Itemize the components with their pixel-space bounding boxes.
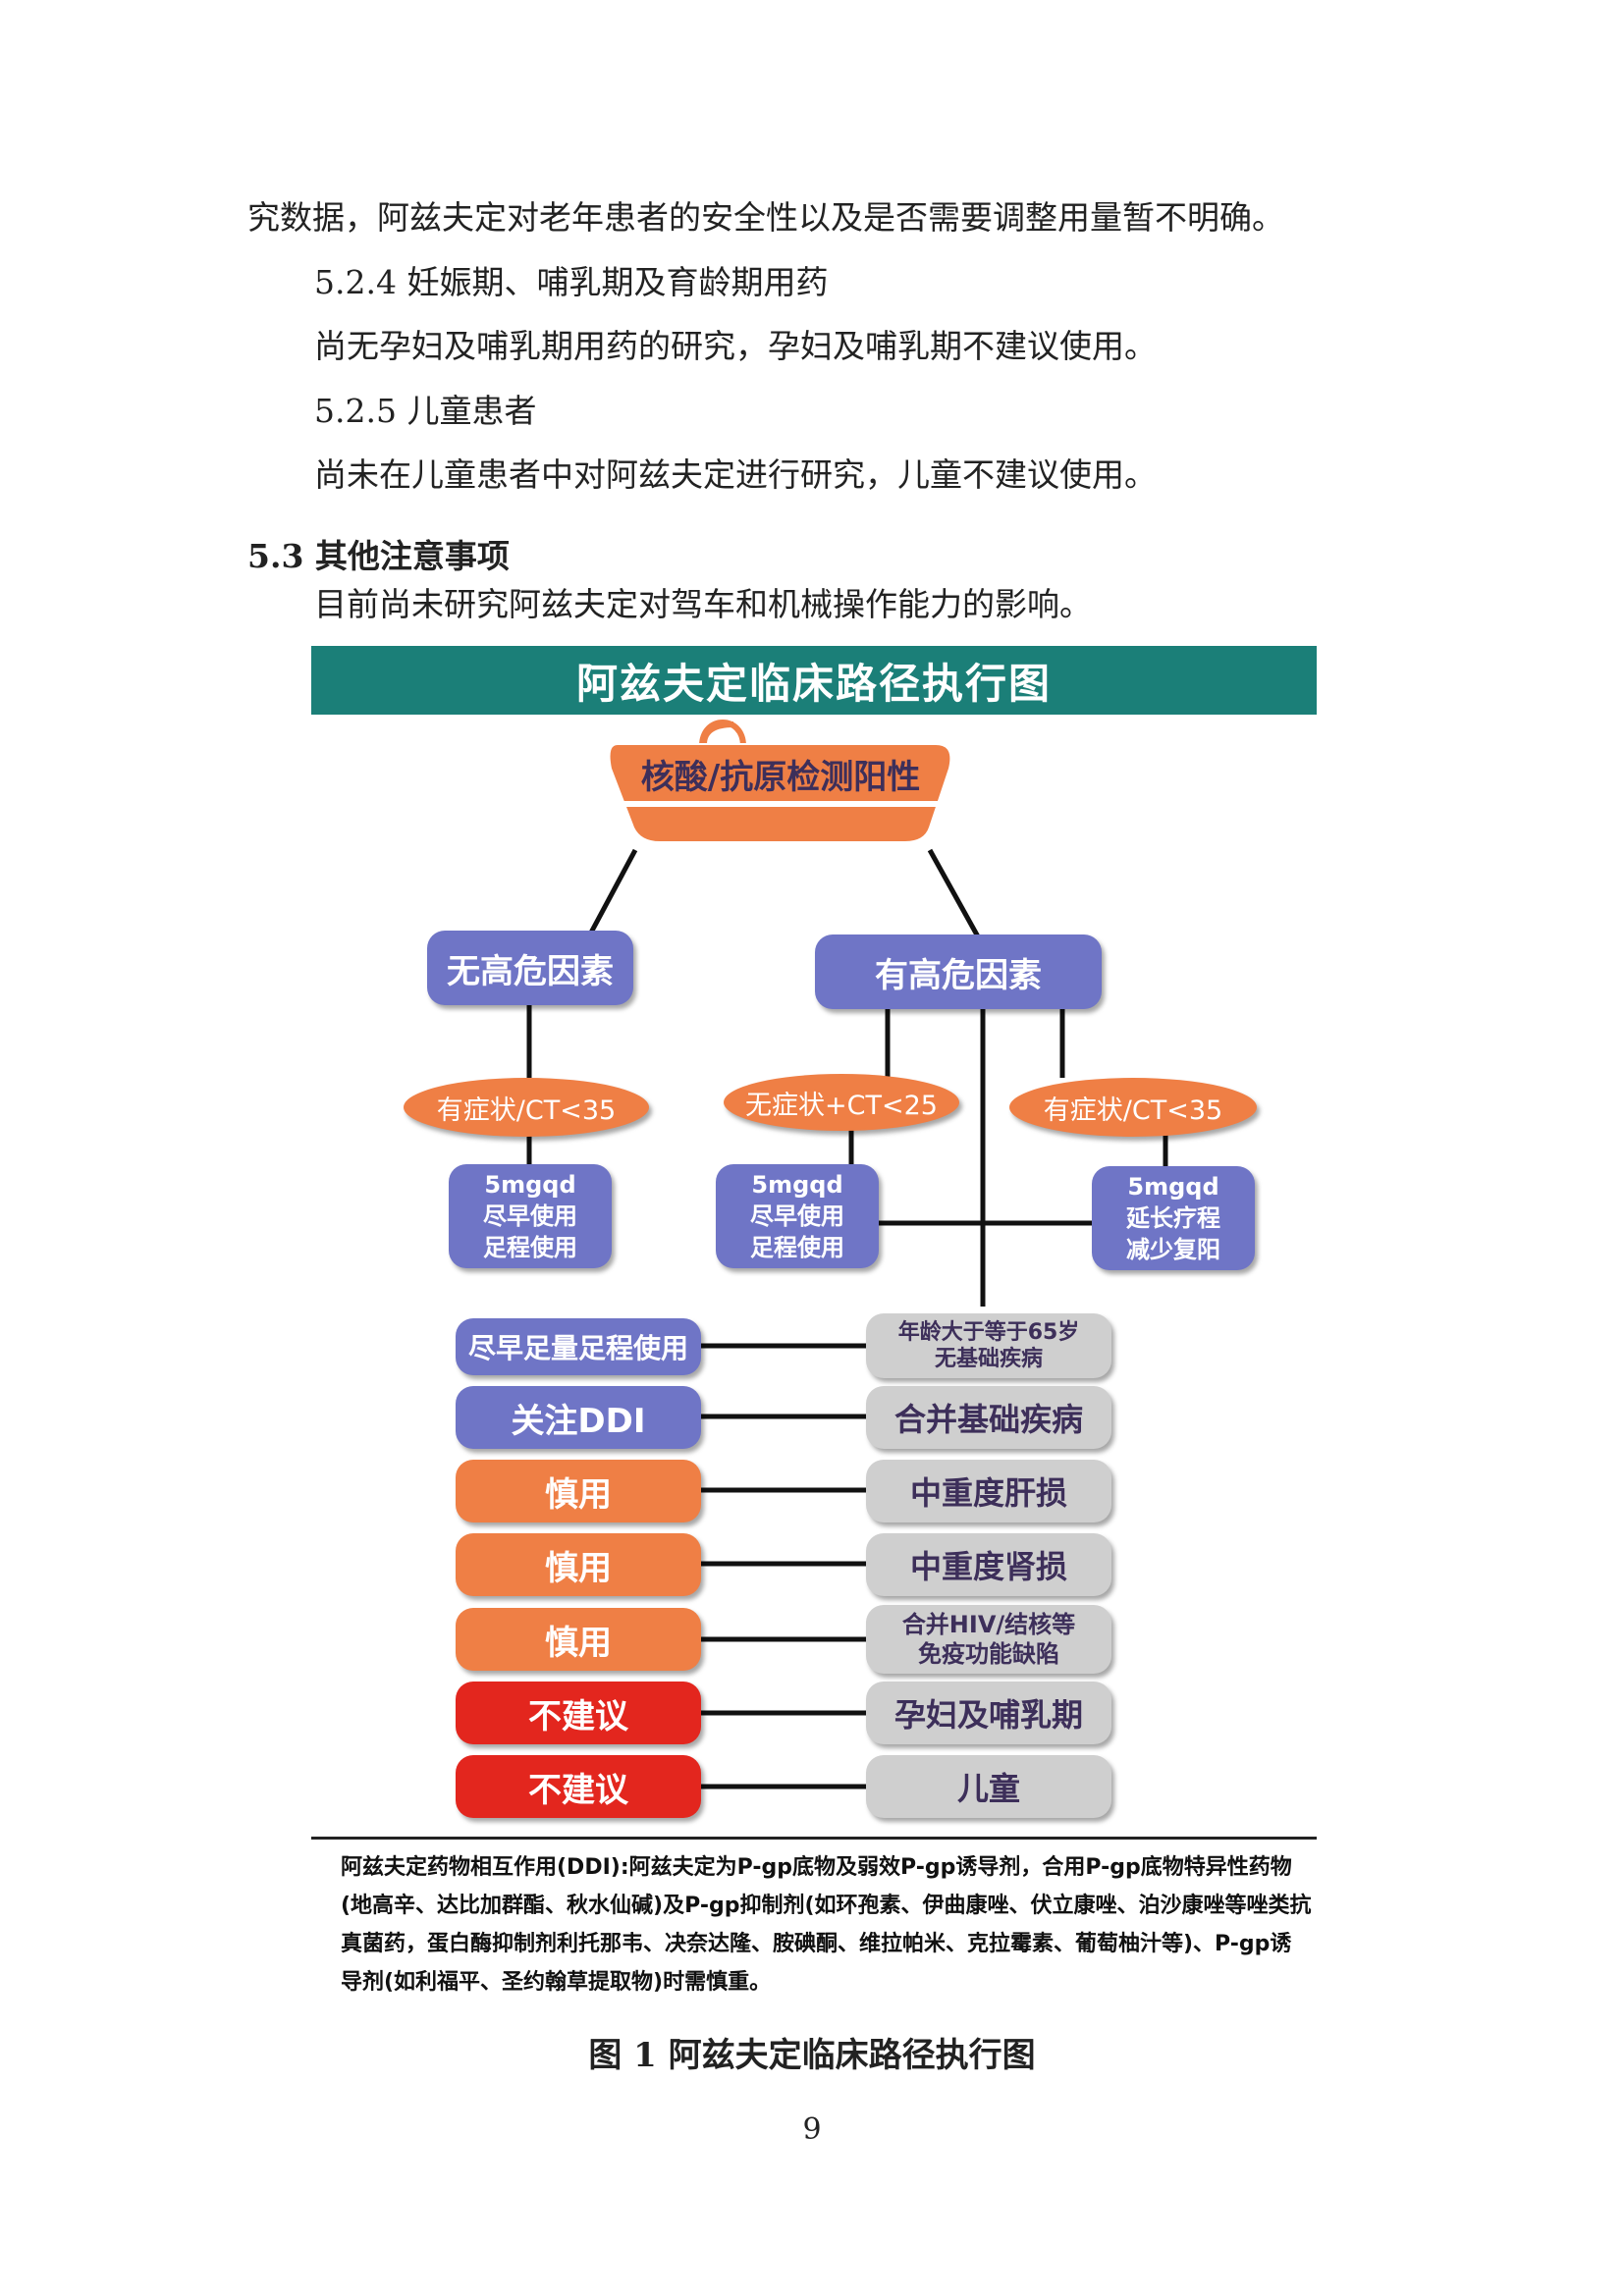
heading-5-2-4: 5.2.4 妊娠期、哺乳期及育龄期用药 [314,263,829,301]
dose-left-line-2: 尽早使用 [483,1202,577,1230]
dose-left: 5mgqd 尽早使用 足程使用 [449,1164,612,1268]
flowchart-footnote: 阿兹夫定药物相互作用(DDI):阿兹夫定为P-gp底物及弱效P-gp诱导剂，合用… [341,1855,1312,1995]
row-4-left: 慎用 [456,1533,701,1596]
row-6-right: 孕妇及哺乳期 [866,1682,1111,1744]
basket-shape [608,743,952,843]
node-has-risk: 有高危因素 [815,934,1102,1009]
row-1-right-line-1: 年龄大于等于65岁 [897,1320,1080,1345]
flowchart: 阿兹夫定临床路径执行图 核酸/抗原检测阳性 无高危因 [311,646,1317,1995]
dose-mid: 5mgqd 尽早使用 足程使用 [716,1164,879,1268]
row-4-right: 中重度肾损 [866,1533,1111,1596]
dose-left-line-3: 足程使用 [483,1234,577,1261]
paragraph-children: 尚未在儿童患者中对阿兹夫定进行研究，儿童不建议使用。 [314,455,1157,494]
node-test-positive: 核酸/抗原检测阳性 [640,757,921,797]
dose-mid-line-1: 5mgqd [751,1171,843,1199]
row-5-right-line-1: 合并HIV/结核等 [901,1611,1076,1638]
dose-right-line-2: 延长疗程 [1126,1204,1220,1232]
basket-handle-arc [699,720,746,747]
row-5-left: 慎用 [456,1608,701,1671]
row-5-right-line-2: 免疫功能缺陷 [918,1640,1059,1668]
row-1-left: 尽早足量足程使用 [456,1318,701,1375]
row-2-right: 合并基础疾病 [866,1386,1111,1449]
page-number: 9 [802,2112,822,2147]
row-7-left: 不建议 [456,1755,701,1818]
dose-right-line-3: 减少复阳 [1126,1236,1220,1263]
paragraph-pregnancy: 尚无孕妇及哺乳期用药的研究，孕妇及哺乳期不建议使用。 [314,327,1157,365]
oval-left: 有症状/CT<35 [404,1078,649,1137]
row-3-left: 慎用 [456,1460,701,1522]
dose-right: 5mgqd 延长疗程 减少复阳 [1092,1166,1255,1270]
heading-5-3: 5.3 其他注意事项 [247,537,510,575]
line-top-to-no-risk [588,848,638,934]
dose-mid-line-3: 足程使用 [750,1234,844,1261]
heading-5-2-5: 5.2.5 儿童患者 [314,392,537,430]
flowchart-title: 阿兹夫定临床路径执行图 [311,646,1317,715]
dose-right-line-1: 5mgqd [1127,1173,1219,1201]
row-1-right-line-2: 无基础疾病 [934,1347,1043,1371]
line-top-to-has-risk [927,848,982,940]
oval-right: 有症状/CT<35 [1009,1078,1257,1137]
row-7-right: 儿童 [866,1755,1111,1818]
node-no-risk: 无高危因素 [427,931,633,1005]
row-6-left: 不建议 [456,1682,701,1744]
row-3-right: 中重度肝损 [866,1460,1111,1522]
paragraph-elderly-end: 究数据，阿兹夫定对老年患者的安全性以及是否需要调整用量暂不明确。 [247,198,1284,237]
row-5-right: 合并HIV/结核等 免疫功能缺陷 [866,1605,1111,1674]
dose-mid-line-2: 尽早使用 [750,1202,844,1230]
row-2-left: 关注DDI [456,1386,701,1449]
figure-caption: 图 1 阿兹夫定临床路径执行图 [588,2036,1036,2075]
basket-band [611,801,950,807]
row-1-right: 年龄大于等于65岁 无基础疾病 [866,1313,1111,1378]
flowchart-connectors [526,720,1168,1789]
footnote-divider [311,1837,1317,1840]
dose-left-line-1: 5mgqd [484,1171,576,1199]
paragraph-other-notes: 目前尚未研究阿兹夫定对驾车和机械操作能力的影响。 [314,585,1092,623]
oval-mid: 无症状+CT<25 [724,1074,959,1131]
